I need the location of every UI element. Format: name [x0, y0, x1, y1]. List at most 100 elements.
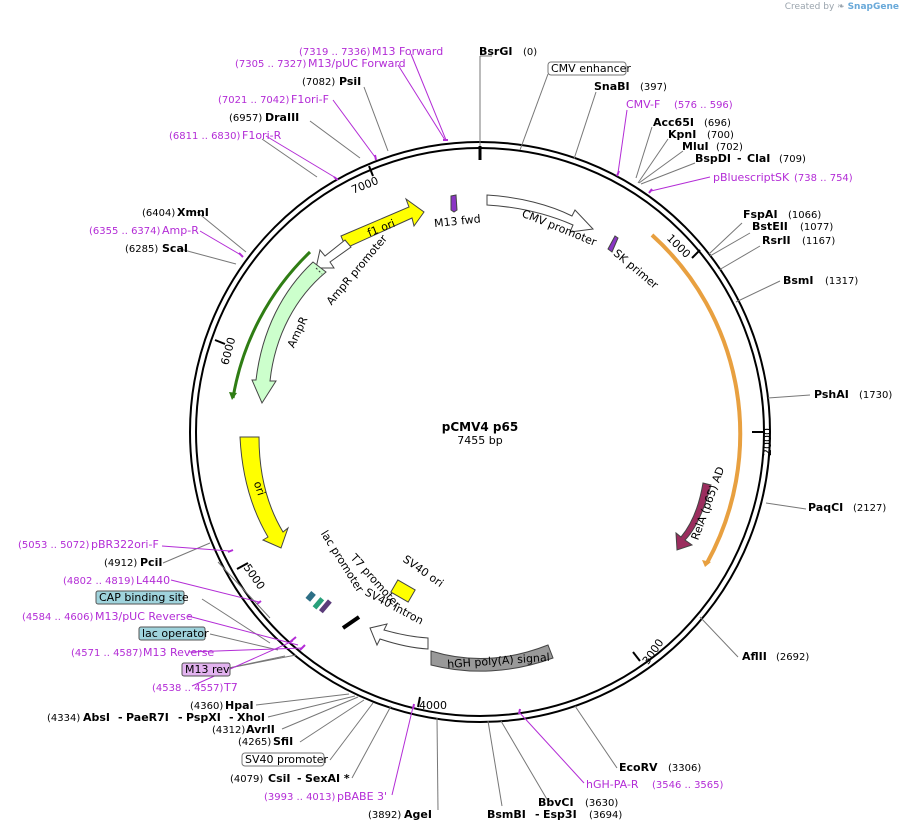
- rela-track: [650, 233, 743, 564]
- bsteii-pos: (1077): [800, 222, 833, 233]
- leader-lines: [162, 55, 811, 811]
- bsmi-label: BsmI: [783, 274, 814, 287]
- lac-operator-box: [138, 626, 206, 641]
- avrii-pos: (4312): [212, 725, 245, 736]
- bbvci-pos: (3630): [585, 798, 618, 809]
- acc65i-label: Acc65I: [653, 116, 694, 129]
- m13rev-label: M13 rev: [185, 663, 230, 676]
- snapgene-credit: Created by ❧ SnapGene: [785, 2, 899, 12]
- kpni-pos: (700): [707, 130, 734, 141]
- ampr-arrow: [251, 261, 327, 405]
- pbluescript-label: pBluescriptSK: [713, 171, 790, 184]
- hpai-label: HpaI: [225, 699, 254, 712]
- m13-fwd-label: M13 fwd: [433, 212, 481, 230]
- psii-pos: (7082): [302, 77, 335, 88]
- cmvf-label: CMV-F: [626, 98, 660, 111]
- clai-label: ClaI: [747, 152, 770, 165]
- f1-ori-arrow: [340, 197, 425, 249]
- pshai-label: PshAI: [814, 388, 849, 401]
- bspdi-label: BspDI: [695, 152, 731, 165]
- hghpar-label: hGH-PA-R: [586, 778, 639, 791]
- psii-label: PsiI: [339, 75, 361, 88]
- plasmid-length: 7455 bp: [457, 434, 502, 447]
- aflii-pos: (2692): [776, 652, 809, 663]
- draiii-pos: (6957): [229, 113, 262, 124]
- tick-4000: 4000: [419, 699, 447, 712]
- ori-arrow: [239, 436, 290, 549]
- tick-2000: 2000: [761, 428, 774, 456]
- dash-2: -: [535, 808, 540, 821]
- clai-pos: (709): [779, 154, 806, 165]
- bsrgi-label: BsrGI: [479, 45, 512, 58]
- m13puc-fwd-label: M13/pUC Forward: [308, 57, 406, 70]
- m13fwd-pos: (7319 .. 7336): [299, 47, 371, 58]
- sv40-promoter-box: [241, 752, 325, 767]
- avrii-label: AvrII: [246, 723, 275, 736]
- ecorv-label: EcoRV: [619, 761, 658, 774]
- mlui-pos: (702): [716, 142, 743, 153]
- amp-r-primer-label: Amp-R: [162, 224, 199, 237]
- m13reverse-pos: (4571 .. 4587): [71, 648, 143, 659]
- rsrii-label: RsrII: [762, 234, 791, 247]
- xhoi-label: XhoI: [237, 711, 265, 724]
- fspai-label: FspAI: [743, 208, 778, 221]
- m13rev-box: [181, 662, 231, 677]
- f1orif-label: F1ori-F: [291, 93, 329, 106]
- xmni-label: XmnI: [177, 206, 209, 219]
- rela-track-arrow: [702, 560, 711, 567]
- t7-label: T7: [223, 681, 238, 694]
- ori-label: ori: [251, 480, 268, 498]
- amp-r-primer-pos: (6355 .. 6374): [89, 226, 161, 237]
- sv40-promoter-label: SV40 promoter: [245, 753, 329, 766]
- dash-1: -: [737, 152, 742, 165]
- pbr322-pos: (5053 .. 5072): [18, 540, 90, 551]
- paer7i-label: PaeR7I: [126, 711, 169, 724]
- agei-pos: (3892): [368, 810, 401, 821]
- snapgene-logo-icon: ❧: [837, 2, 845, 12]
- tick-5000: 5000: [241, 562, 268, 592]
- pbluescript-pos: (738 .. 754): [794, 173, 853, 184]
- bbvci-label: BbvCI: [538, 796, 574, 809]
- rsrii-pos: (1167): [802, 236, 835, 247]
- cmvf-pos: (576 .. 596): [674, 100, 733, 111]
- cmv-promoter-arrow: [486, 194, 595, 233]
- absi-pos: (4334): [47, 713, 80, 724]
- m13puc-rev-label: M13/pUC Reverse: [95, 610, 193, 623]
- pshai-pos: (1730): [859, 390, 892, 401]
- m13puc-fwd-pos: (7305 .. 7327): [235, 59, 307, 70]
- bsrgi-pos: (0): [523, 47, 537, 58]
- m13puc-rev-pos: (4584 .. 4606): [22, 612, 94, 623]
- f1orif-pos: (7021 .. 7042): [218, 95, 290, 106]
- tick-1000: 1000: [664, 232, 693, 261]
- rela-arrow: [675, 482, 712, 551]
- kpni-label: KpnI: [668, 128, 696, 141]
- scai-label: ScaI: [162, 242, 188, 255]
- hgh-polya-arrow: [430, 644, 554, 672]
- primer-leader-lines: [161, 53, 711, 796]
- l4440-pos: (4802 .. 4819): [63, 576, 135, 587]
- m13fwd-label: M13 Forward: [372, 45, 443, 58]
- f1orir-pos: (6811 .. 6830): [169, 131, 241, 142]
- snabi-pos: (397): [640, 82, 667, 93]
- sk-primer-arrow: [607, 235, 619, 253]
- pbr322-label: pBR322ori-F: [91, 538, 159, 551]
- plasmid-name: pCMV4 p65: [442, 420, 518, 434]
- cap-site-label: CAP binding site: [99, 591, 189, 604]
- absi-label: AbsI: [83, 711, 110, 724]
- fspai-pos: (1066): [788, 210, 821, 221]
- dash-6: -: [229, 711, 234, 724]
- dash-4: -: [118, 711, 123, 724]
- credit-prefix: Created by: [784, 2, 835, 12]
- pbabe-pos: (3993 .. 4013): [264, 792, 336, 803]
- esp3i-pos: (3694): [589, 810, 622, 821]
- sexai-label: SexAI *: [305, 772, 350, 785]
- sv40-intron-arrow: [369, 623, 429, 650]
- ampr-label: AmpR: [285, 314, 311, 350]
- sv40-ori-label: SV40 ori: [400, 553, 445, 590]
- paqci-label: PaqCI: [808, 501, 843, 514]
- ampr-track-arrow: [229, 392, 237, 400]
- credit-brand: SnapGene: [847, 2, 899, 12]
- bsmbi-label: BsmBI: [487, 808, 526, 821]
- ampr-promoter-arrow: [315, 239, 352, 269]
- bsmi-pos: (1317): [825, 276, 858, 287]
